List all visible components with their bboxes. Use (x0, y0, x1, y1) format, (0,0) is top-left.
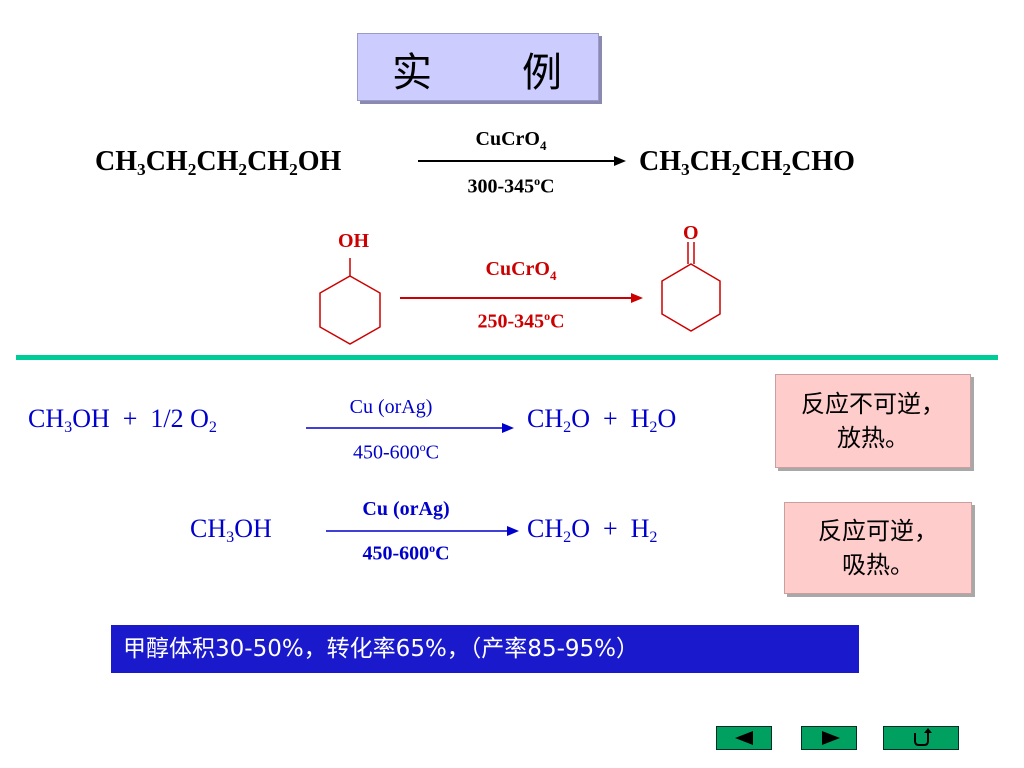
note1-line2: 放热。 (837, 424, 909, 452)
reaction4-reactant: CH3OH (190, 514, 272, 546)
section-divider (16, 355, 998, 360)
note2-line1: 反应可逆， (818, 517, 938, 545)
reaction4-catalyst: Cu (orAg) (362, 498, 450, 520)
slide-title: 实 例 (357, 33, 599, 101)
note-reversible-endothermic: 反应可逆， 吸热。 (784, 502, 972, 594)
return-arrow-icon (914, 728, 932, 746)
reaction2-temperature: 250-345oC (477, 309, 565, 333)
reaction1-catalyst: CuCrO4 (475, 128, 547, 153)
next-page-button[interactable] (801, 726, 857, 750)
reaction3-arrow (306, 423, 514, 433)
previous-page-button[interactable] (716, 726, 772, 750)
reaction3-reactants: CH3OH + 1/2 O2 (28, 404, 217, 436)
note-irreversible-exothermic: 反应不可逆， 放热。 (775, 374, 971, 468)
return-button[interactable] (883, 726, 959, 750)
reaction3-products: CH2O + H2O (527, 404, 677, 436)
reaction2-catalyst: CuCrO4 (485, 258, 557, 283)
reaction4-arrow (326, 526, 519, 536)
note2-line2: 吸热。 (842, 551, 914, 579)
reaction4-temperature: 450-600oC (362, 541, 450, 565)
cyclohexanol-structure (319, 258, 381, 345)
reaction1-reactant: CH3CH2CH2CH2OH (95, 146, 342, 180)
cyclohexanone-structure (661, 242, 721, 332)
yield-banner: 甲醇体积30-50%，转化率65%，（产率85-95%） (111, 625, 859, 673)
hydroxyl-label: OH (338, 230, 370, 252)
title-char-left: 实 (392, 50, 432, 96)
reaction3-temperature: 450-600oC (352, 440, 439, 464)
carbonyl-label: O (683, 222, 699, 244)
triangle-right-icon (822, 731, 840, 745)
reaction1-product: CH3CH2CH2CHO (639, 146, 855, 180)
title-char-right: 例 (522, 50, 562, 96)
reaction1-temperature: 300-345oC (467, 174, 555, 198)
reaction4-products: CH2O + H2 (527, 514, 658, 546)
reaction1-arrow (418, 156, 626, 166)
reaction3-catalyst: Cu (orAg) (349, 396, 433, 418)
note1-line1: 反应不可逆， (801, 390, 945, 418)
triangle-left-icon (735, 731, 753, 745)
reaction2-arrow (400, 293, 643, 303)
